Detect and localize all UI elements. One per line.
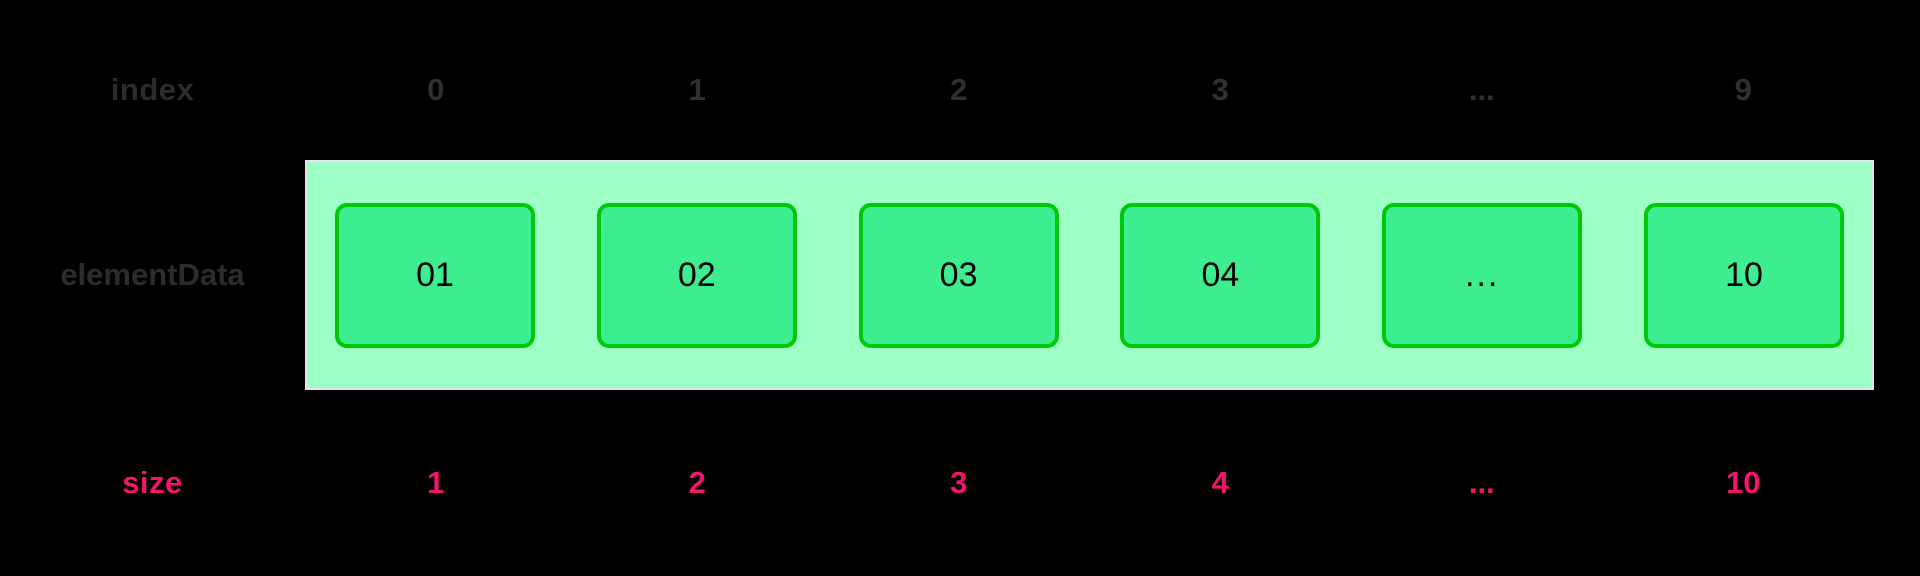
array-cell-0[interactable]: 01 — [335, 202, 535, 348]
size-value-last: 10 — [1726, 465, 1761, 500]
array-cell-ellipsis[interactable]: ... — [1382, 202, 1583, 348]
index-value-ellipsis: ... — [1468, 72, 1495, 107]
index-value-last: 9 — [1734, 72, 1752, 107]
array-container: 01 02 03 04 ... 10 — [305, 160, 1874, 390]
index-row-label: index — [110, 72, 195, 107]
index-value-2: 2 — [950, 72, 968, 107]
size-value-0: 1 — [427, 465, 445, 500]
array-cell-1[interactable]: 02 — [596, 202, 797, 348]
size-value-2: 3 — [950, 465, 968, 500]
index-values: 0 1 2 3 ... 9 — [305, 72, 1874, 108]
size-row: size 1 2 3 4 ... 10 — [0, 455, 1920, 511]
index-value-3: 3 — [1211, 72, 1229, 107]
size-value-ellipsis: ... — [1468, 465, 1495, 500]
array-row-label: elementData — [60, 257, 245, 292]
index-value-0: 0 — [427, 72, 445, 107]
size-value-1: 2 — [688, 465, 706, 500]
size-value-3: 4 — [1211, 465, 1229, 500]
size-values: 1 2 3 4 ... 10 — [305, 465, 1874, 501]
index-row: index 0 1 2 3 ... 9 — [0, 62, 1920, 118]
size-row-label: size — [122, 465, 183, 500]
array-cell-2[interactable]: 03 — [858, 202, 1059, 348]
index-value-1: 1 — [688, 72, 706, 107]
array-cell-3[interactable]: 04 — [1120, 202, 1321, 348]
array-cell-last[interactable]: 10 — [1643, 202, 1844, 348]
